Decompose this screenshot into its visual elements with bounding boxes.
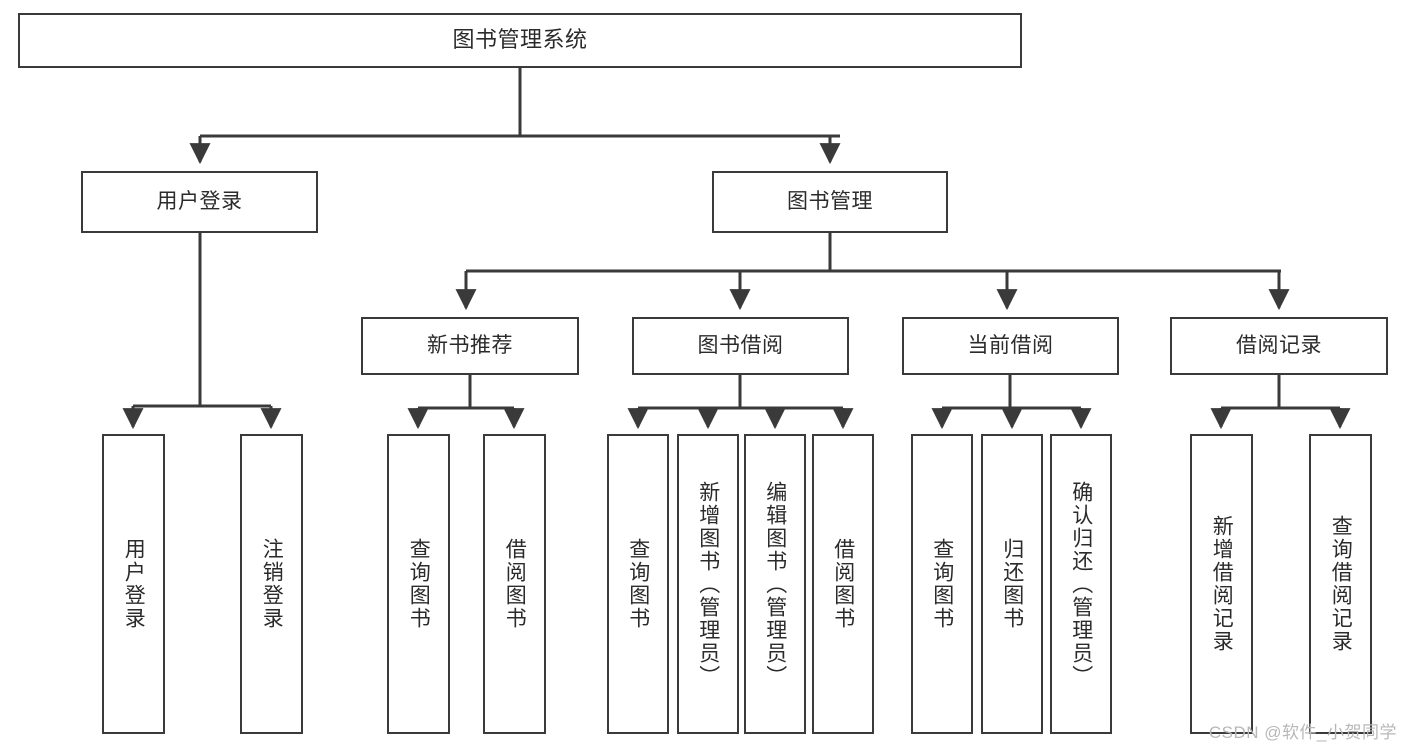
node-leaf-query-book-2[interactable]: 查询图书 [607,434,669,734]
node-leaf-borrow-book-2-label: 借阅图书 [831,538,855,630]
node-borrow-record[interactable]: 借阅记录 [1170,317,1388,375]
node-leaf-user-logout-label: 注销登录 [260,538,284,630]
csdn-watermark: CSDN @软件_小贺同学 [1208,723,1397,742]
node-leaf-borrow-book-1[interactable]: 借阅图书 [483,434,546,734]
node-leaf-query-book-1-label: 查询图书 [407,538,431,630]
node-leaf-edit-book[interactable]: 编辑图书（管理员） [744,434,806,734]
node-leaf-add-record-label: 新增借阅记录 [1210,515,1234,653]
node-book-borrow-label: 图书借阅 [697,334,784,358]
node-leaf-user-logout[interactable]: 注销登录 [240,434,303,734]
node-leaf-confirm-return-label: 确认归还（管理员） [1069,480,1093,688]
node-book-manage-label: 图书管理 [787,190,873,214]
node-leaf-query-book-3-label: 查询图书 [930,538,954,630]
node-user-login-label: 用户登录 [156,190,243,214]
node-leaf-query-book-1[interactable]: 查询图书 [387,434,450,734]
node-book-manage[interactable]: 图书管理 [712,171,948,233]
node-leaf-return-book[interactable]: 归还图书 [981,434,1043,734]
node-leaf-user-login[interactable]: 用户登录 [102,434,165,734]
node-leaf-query-record-label: 查询借阅记录 [1329,515,1353,653]
node-leaf-add-record[interactable]: 新增借阅记录 [1190,434,1253,734]
node-current-borrow-label: 当前借阅 [967,334,1054,358]
node-book-borrow[interactable]: 图书借阅 [632,317,849,375]
node-new-book-rec[interactable]: 新书推荐 [361,317,579,375]
node-leaf-borrow-book-2[interactable]: 借阅图书 [812,434,874,734]
node-new-book-rec-label: 新书推荐 [427,334,513,358]
node-root-label: 图书管理系统 [452,27,588,53]
node-leaf-confirm-return[interactable]: 确认归还（管理员） [1050,434,1112,734]
node-leaf-add-book[interactable]: 新增图书（管理员） [677,434,739,734]
node-root[interactable]: 图书管理系统 [18,13,1022,68]
node-leaf-query-record[interactable]: 查询借阅记录 [1309,434,1372,734]
node-leaf-edit-book-label: 编辑图书（管理员） [763,480,787,688]
node-borrow-record-label: 借阅记录 [1236,334,1322,358]
node-leaf-add-book-label: 新增图书（管理员） [696,480,720,688]
node-leaf-query-book-2-label: 查询图书 [626,538,650,630]
node-current-borrow[interactable]: 当前借阅 [902,317,1119,375]
node-leaf-user-login-label: 用户登录 [122,538,146,630]
node-leaf-borrow-book-1-label: 借阅图书 [503,538,527,630]
node-leaf-return-book-label: 归还图书 [1000,538,1024,630]
node-leaf-query-book-3[interactable]: 查询图书 [911,434,973,734]
node-user-login[interactable]: 用户登录 [81,171,318,233]
